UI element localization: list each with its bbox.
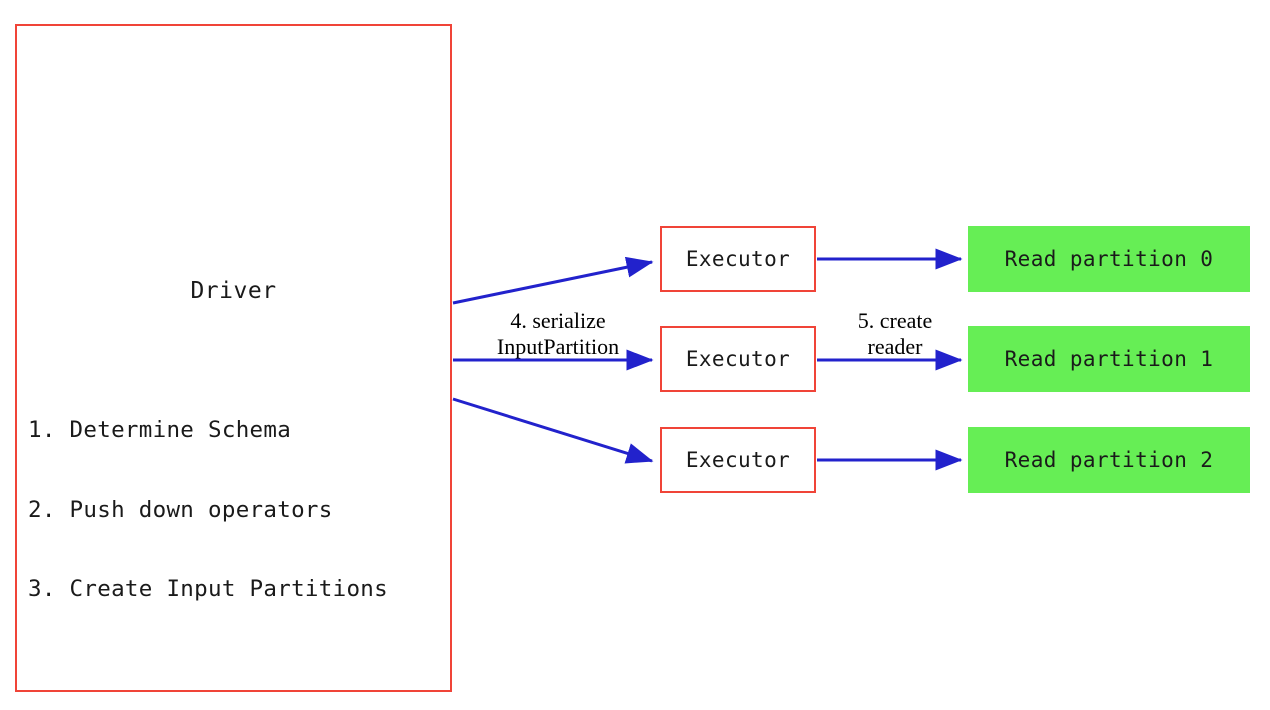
driver-step-1: 1. Determine Schema [28, 417, 292, 443]
edge-label-serialize-line1: 4. serialize [510, 308, 606, 333]
executor-box-2: Executor [660, 427, 816, 493]
edge-label-serialize: 4. serialize InputPartition [462, 308, 654, 360]
driver-steps-list: 1. Determine Schema 2. Push down operato… [28, 364, 388, 656]
edge-label-create-reader-line2: reader [867, 334, 923, 359]
arrow-driver-to-executor-0 [452, 256, 654, 305]
partition-box-0: Read partition 0 [968, 226, 1250, 292]
partition-box-1: Read partition 1 [968, 326, 1250, 392]
arrow-driver-to-executor-2 [452, 397, 654, 464]
driver-step-3: 3. Create Input Partitions [28, 576, 388, 602]
partition-box-2: Read partition 2 [968, 427, 1250, 493]
edge-label-serialize-line2: InputPartition [496, 334, 620, 359]
driver-step-2: 2. Push down operators [28, 496, 333, 523]
executor-box-0: Executor [660, 226, 816, 292]
driver-box [15, 24, 452, 692]
edge-label-create-reader-line1: 5. create [857, 308, 933, 333]
driver-title: Driver [190, 278, 277, 304]
executor-box-1: Executor [660, 326, 816, 392]
edge-label-create-reader: 5. create reader [828, 308, 962, 360]
